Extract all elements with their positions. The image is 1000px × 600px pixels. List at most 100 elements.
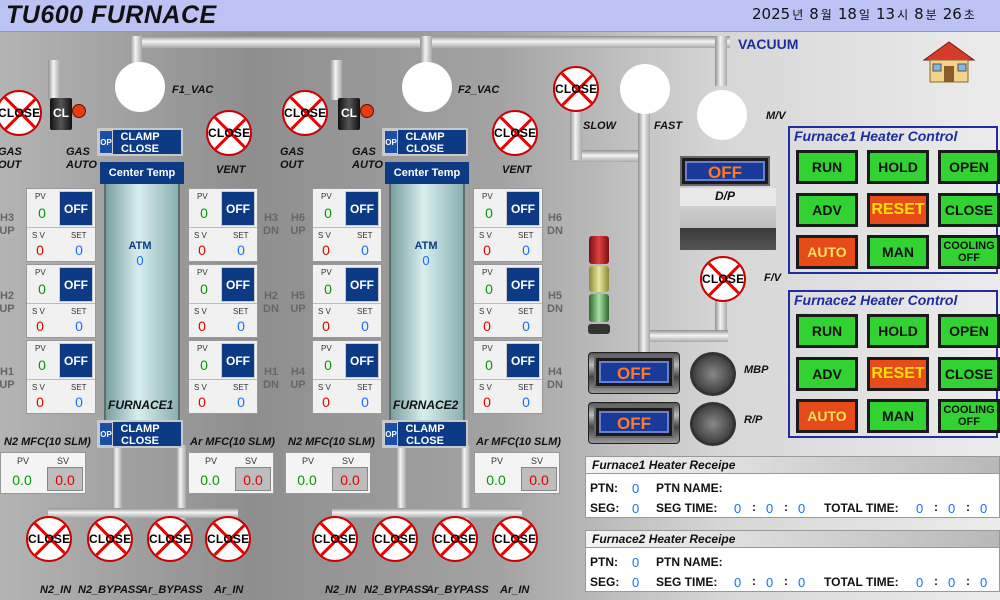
- tower-red: [589, 236, 609, 264]
- furnace1-clamp-bottom[interactable]: CLAMP CLOSE: [97, 420, 183, 448]
- gas-auto-2-cl: CL: [341, 106, 357, 120]
- mfc-sv-input[interactable]: 0.0: [332, 467, 368, 491]
- heater-switch-button[interactable]: OFF: [221, 343, 255, 378]
- furnace2-op-bottom[interactable]: OP: [384, 422, 398, 446]
- mbp-status-display[interactable]: OFF: [594, 356, 674, 388]
- furnace1-ar-mfc-label: Ar MFC(10 SLM): [190, 436, 275, 448]
- fv-valve[interactable]: CLOSE: [700, 256, 746, 302]
- mfc-sv-input[interactable]: 0.0: [47, 467, 83, 491]
- ptn-label: PTN:: [590, 555, 618, 569]
- f1-n2-in-valve[interactable]: CLOSE: [26, 516, 72, 562]
- f1-n2-bypass-valve[interactable]: CLOSE: [87, 516, 133, 562]
- vent-1-valve[interactable]: CLOSE: [206, 110, 252, 156]
- furnace2-h4-dn-label: H4 DN: [547, 366, 563, 391]
- cooling-off-button[interactable]: COOLING OFF: [938, 399, 1000, 433]
- furnace2-clamp-bottom[interactable]: CLAMP CLOSE: [382, 420, 468, 448]
- f1-vac-valve[interactable]: [115, 62, 165, 112]
- furnace1-name: FURNACE1: [108, 398, 174, 412]
- man-button[interactable]: MAN: [867, 235, 929, 269]
- man-button[interactable]: MAN: [867, 399, 929, 433]
- home-icon[interactable]: [922, 40, 976, 84]
- heater-switch-button[interactable]: OFF: [59, 267, 93, 302]
- hold-button[interactable]: HOLD: [867, 150, 929, 184]
- mfc-sv-input[interactable]: 0.0: [521, 467, 557, 491]
- reset-button[interactable]: RESET: [867, 193, 929, 227]
- fast-valve[interactable]: [620, 64, 670, 114]
- mfc-sv-input[interactable]: 0.0: [235, 467, 271, 491]
- gas-auto-2-valve-body[interactable]: [338, 98, 360, 130]
- slow-valve[interactable]: CLOSE: [553, 66, 599, 112]
- gas-out-2-valve[interactable]: CLOSE: [282, 90, 328, 136]
- seg-label: SEG:: [590, 575, 620, 589]
- f2-n2-in-valve[interactable]: CLOSE: [312, 516, 358, 562]
- rp-status-display[interactable]: OFF: [594, 406, 674, 438]
- ptn-value: 0: [632, 555, 640, 570]
- run-button[interactable]: RUN: [796, 150, 858, 184]
- pipe-f1-bottom-b: [176, 445, 186, 520]
- run-button[interactable]: RUN: [796, 314, 858, 348]
- ptn-value: 0: [632, 481, 640, 496]
- close-button[interactable]: CLOSE: [938, 357, 1000, 391]
- heater-switch-button[interactable]: OFF: [345, 267, 379, 302]
- open-button[interactable]: OPEN: [938, 150, 1000, 184]
- mv-valve[interactable]: [697, 90, 747, 140]
- vent-2-valve[interactable]: CLOSE: [492, 110, 538, 156]
- page-title: TU600 FURNACE: [6, 1, 217, 29]
- f2-n2-bypass-valve[interactable]: CLOSE: [372, 516, 418, 562]
- hold-button[interactable]: HOLD: [867, 314, 929, 348]
- f2-ar-in-label: Ar_IN: [500, 584, 530, 596]
- heater-switch-button[interactable]: OFF: [506, 191, 540, 226]
- tower-green: [589, 294, 609, 322]
- furnace1-tube: [104, 178, 180, 424]
- furnace2-tube: [389, 178, 465, 424]
- furnace1-op-top[interactable]: OP: [99, 130, 113, 154]
- furnace1-recipe-panel: Furnace1 Heater Receipe PTN: 0 PTN NAME:…: [585, 456, 1000, 518]
- f2-n2-bypass-label: N2_BYPASS: [364, 584, 429, 596]
- heater-switch-button[interactable]: OFF: [345, 191, 379, 226]
- heater-switch-button[interactable]: OFF: [59, 191, 93, 226]
- heater-switch-button[interactable]: OFF: [506, 267, 540, 302]
- dp-status-display[interactable]: OFF: [680, 156, 770, 186]
- heater-switch-button[interactable]: OFF: [221, 191, 255, 226]
- adv-button[interactable]: ADV: [796, 357, 858, 391]
- f2-ar-bypass-valve[interactable]: CLOSE: [432, 516, 478, 562]
- seg-time-minutes: 0: [766, 501, 774, 516]
- heater-switch-button[interactable]: OFF: [345, 343, 379, 378]
- rp-motor-icon: [690, 402, 736, 446]
- close-button[interactable]: CLOSE: [938, 193, 1000, 227]
- f1-ar-bypass-valve[interactable]: CLOSE: [147, 516, 193, 562]
- clock-hour: 13: [875, 5, 896, 23]
- auto-button[interactable]: AUTO: [796, 235, 858, 269]
- clock-day-unit: 일: [858, 8, 870, 22]
- cooling-off-button[interactable]: COOLING OFF: [938, 235, 1000, 269]
- f2-vac-valve[interactable]: [402, 62, 452, 112]
- gas-auto-1-valve-body[interactable]: [50, 98, 72, 130]
- furnace1-atm-value: 0: [136, 253, 144, 268]
- clock-minute: 8: [914, 5, 924, 23]
- auto-button[interactable]: AUTO: [796, 399, 858, 433]
- clock-month: 8: [809, 5, 819, 23]
- vacuum-label: VACUUM: [738, 36, 799, 52]
- adv-button[interactable]: ADV: [796, 193, 858, 227]
- heater-switch-button[interactable]: OFF: [506, 343, 540, 378]
- f2-ar-in-valve[interactable]: CLOSE: [492, 516, 538, 562]
- open-button[interactable]: OPEN: [938, 314, 1000, 348]
- f1-ar-in-valve[interactable]: CLOSE: [205, 516, 251, 562]
- furnace2-n2-mfc-label: N2 MFC(10 SLM): [288, 436, 375, 448]
- furnace1-op-bottom[interactable]: OP: [99, 422, 113, 446]
- furnace2-op-top[interactable]: OP: [384, 130, 398, 154]
- heater-switch-button[interactable]: OFF: [221, 267, 255, 302]
- clock-year: 2025: [752, 5, 791, 23]
- seg-value: 0: [632, 575, 640, 590]
- heater-switch-button[interactable]: OFF: [59, 343, 93, 378]
- furnace2-heater-control: Furnace2 Heater Control RUN HOLD OPEN AD…: [788, 290, 1000, 438]
- vent-1-state: CLOSE: [208, 126, 251, 140]
- gas-auto-1-cl: CL: [53, 106, 69, 120]
- reset-button[interactable]: RESET: [867, 357, 929, 391]
- gas-out-1-valve[interactable]: CLOSE: [0, 90, 42, 136]
